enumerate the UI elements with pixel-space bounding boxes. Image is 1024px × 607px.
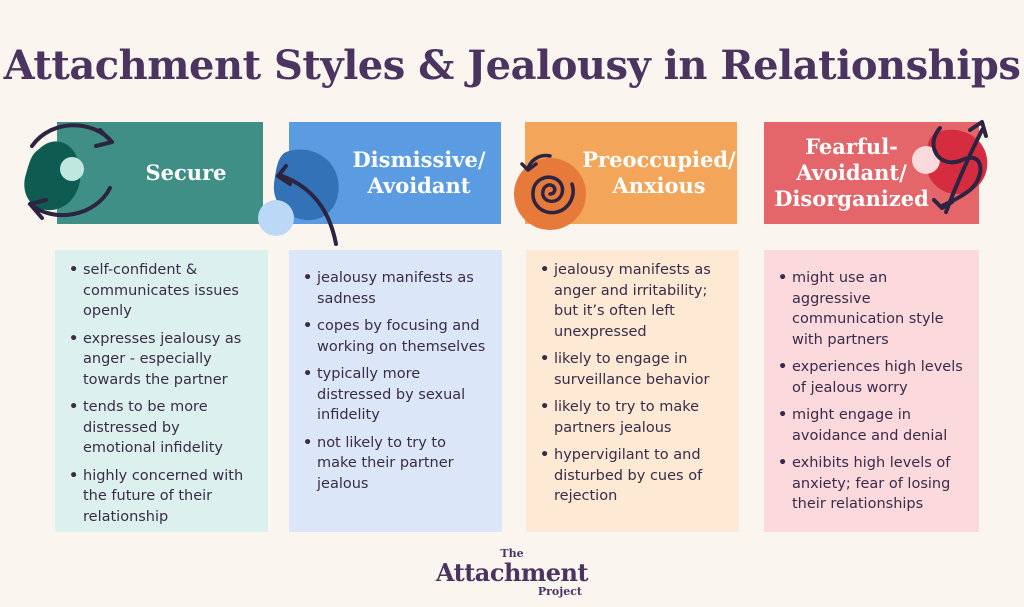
list-item: •likely to engage in surveillance behavi… bbox=[540, 351, 710, 388]
list-item: •hypervigilant to and disturbed by cues … bbox=[540, 447, 703, 504]
list-item: •exhibits high levels of anxiety; fear o… bbox=[778, 455, 951, 512]
card-secure: •self-confident & communicates issues op… bbox=[55, 250, 268, 532]
list-item: •likely to try to make partners jealous bbox=[540, 399, 700, 436]
list-item: •typically more distressed by sexual inf… bbox=[303, 366, 466, 423]
header-dismissive-avoidant: Dismissive/ Avoidant bbox=[289, 122, 501, 224]
header-label: Preoccupied/ Anxious bbox=[582, 146, 736, 198]
page-title: Attachment Styles & Jealousy in Relation… bbox=[3, 42, 1021, 89]
logo-attachment: Attachment bbox=[435, 558, 589, 587]
list-item: •jealousy manifests as anger and irritab… bbox=[540, 262, 711, 340]
list-item: •highly concerned with the future of the… bbox=[69, 467, 244, 525]
list-item: •not likely to try to make their partner… bbox=[303, 434, 454, 492]
list-item: •might engage in avoidance and denial bbox=[778, 407, 948, 444]
spiral-icon bbox=[514, 153, 586, 230]
logo: The Attachment Project bbox=[412, 548, 612, 598]
header-label: Dismissive/ Avoidant bbox=[352, 146, 486, 198]
list-item: •experiences high levels of jealous worr… bbox=[778, 359, 963, 396]
list-item: •tends to be more distressed by emotiona… bbox=[69, 399, 224, 456]
header-label: Secure bbox=[145, 159, 227, 185]
list-item: •self-confident & communicates issues op… bbox=[69, 262, 239, 319]
header-preoccupied-anxious: Preoccupied/ Anxious bbox=[525, 122, 737, 224]
tangled-arrow-icon bbox=[912, 120, 988, 214]
logo-project: Project bbox=[537, 585, 582, 598]
list-item: •expresses jealousy as anger - especiall… bbox=[69, 330, 242, 388]
list-item: •might use an aggressive communication s… bbox=[778, 270, 944, 348]
card-preoccupied-anxious: •jealousy manifests as anger and irritab… bbox=[526, 250, 739, 532]
card-dismissive-avoidant: •jealousy manifests as sadness •copes by… bbox=[289, 250, 502, 532]
card-fearful-avoidant-disorganized: •might use an aggressive communication s… bbox=[764, 250, 979, 532]
curved-arrow-icon bbox=[258, 149, 339, 246]
logo-the: The bbox=[500, 547, 524, 560]
list-item: •copes by focusing and working on themse… bbox=[303, 318, 486, 355]
header-label: Fearful- Avoidant/ Disorganized bbox=[774, 133, 929, 212]
list-item: •jealousy manifests as sadness bbox=[303, 270, 474, 307]
circular-arrows-icon bbox=[24, 123, 114, 220]
header-fearful-avoidant-disorganized: Fearful- Avoidant/ Disorganized bbox=[764, 122, 979, 224]
